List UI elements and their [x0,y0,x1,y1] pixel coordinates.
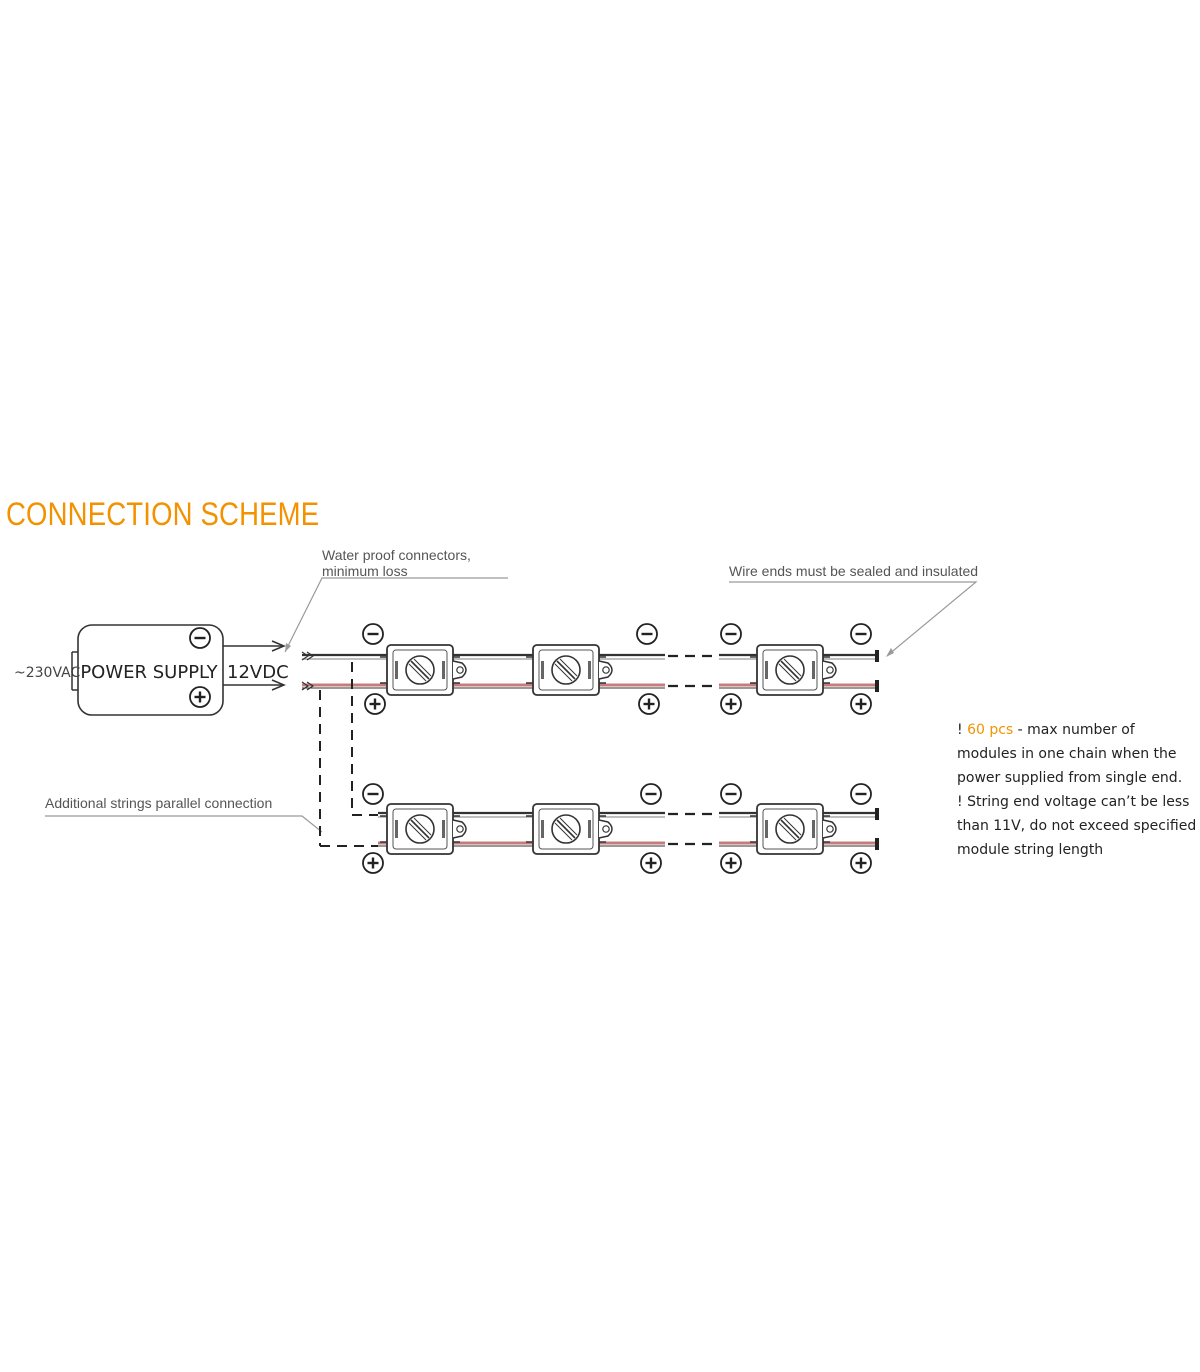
polarity-plus-icon [849,851,873,875]
polarity-plus-icon [719,851,743,875]
led-module-1-3 [749,644,837,696]
polarity-plus-icon [637,692,661,716]
note-1-highlight: 60 pcs [967,722,1014,738]
led-module-2-3 [749,803,837,855]
callout-waterproof: Water proof connectors, minimum loss [284,547,508,653]
polarity-minus-icon [635,622,659,646]
polarity-minus-icon [849,782,873,806]
callout-additional: Additional strings parallel connection [45,795,323,833]
callout-additional-text: Additional strings parallel connection [45,795,272,811]
polarity-plus-icon [363,692,387,716]
note-end-voltage: ! String end voltage can’t be less than … [957,794,1197,858]
note-max-modules: ! 60 pcs - max number of modules in one … [957,718,1197,790]
callout-waterproof-leader [284,577,508,653]
note-1-text: - max number of modules in one chain whe… [957,722,1183,786]
polarity-minus-icon [361,782,385,806]
callout-wire-ends-text: Wire ends must be sealed and insulated [729,563,978,579]
notes-panel: ! 60 pcs - max number of modules in one … [957,718,1197,862]
callout-waterproof-line2: minimum loss [322,563,408,579]
note-1-prefix: ! [957,722,968,738]
power-supply-box [77,624,224,716]
led-module-1-1 [379,644,467,696]
power-supply-minus-symbol [188,626,212,650]
parallel-connection-lines [319,662,378,847]
polarity-minus-icon [849,622,873,646]
led-module-2-1 [379,803,467,855]
polarity-plus-icon [719,692,743,716]
power-supply-unit: POWER SUPPLY ~230VAC 12VDC [14,624,289,716]
polarity-minus-icon [639,782,663,806]
polarity-plus-icon [639,851,663,875]
callout-wire-ends: Wire ends must be sealed and insulated [729,563,978,657]
power-supply-plus-symbol [188,685,212,709]
power-supply-label: POWER SUPPLY [80,662,218,683]
callout-wire-ends-leader [729,581,978,656]
polarity-minus-icon [361,622,385,646]
led-module-2-2 [525,803,613,855]
led-module-1-2 [525,644,613,696]
polarity-minus-icon [719,622,743,646]
polarity-plus-icon [849,692,873,716]
polarity-minus-icon [719,782,743,806]
callout-additional-leader [45,815,323,833]
page-title: CONNECTION SCHEME [6,496,320,532]
polarity-plus-icon [361,851,385,875]
callout-waterproof-line1: Water proof connectors, [322,547,471,563]
power-supply-output-label: 12VDC [227,662,289,683]
power-supply-input-label: ~230VAC [14,665,80,681]
